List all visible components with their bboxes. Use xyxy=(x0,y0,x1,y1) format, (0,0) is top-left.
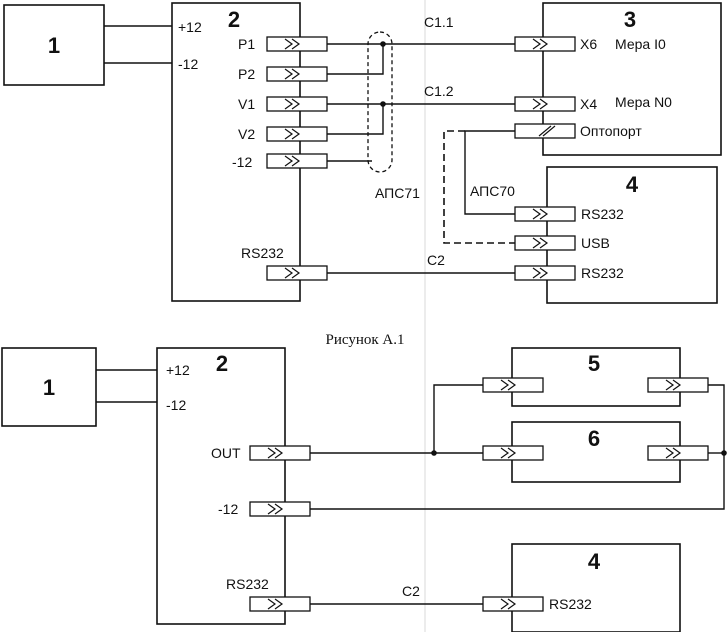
fig2-block-2-number: 2 xyxy=(216,351,228,376)
fig1-cable-aps70 xyxy=(464,130,515,215)
fig2-junction-out xyxy=(431,450,437,456)
fig1-cable-aps71-label: АПС71 xyxy=(375,185,420,201)
fig1-block-3-number: 3 xyxy=(624,7,636,32)
fig1-block-4-number: 4 xyxy=(626,172,639,197)
fig2-block-2 xyxy=(156,347,286,625)
fig2-cable-c2-label: C2 xyxy=(402,583,420,599)
fig1-connector-x4 xyxy=(514,96,576,112)
fig1-connector-p2 xyxy=(266,66,328,82)
fig1-connector-rs232-a xyxy=(514,206,576,222)
fig2-power-minus-label: -12 xyxy=(166,397,186,413)
fig1-label-mera-n0: Мера N0 xyxy=(615,94,672,110)
fig1-connector-v1 xyxy=(266,96,328,112)
fig1-label-v2: V2 xyxy=(238,126,255,142)
fig1-connector-p1 xyxy=(266,36,328,52)
fig2-block-6-number: 6 xyxy=(588,426,600,451)
fig2-label-minus12: -12 xyxy=(218,501,238,517)
fig1-label-optoport: Оптопорт xyxy=(580,123,642,139)
fig1-label-p2: P2 xyxy=(238,66,255,82)
fig2-connector-minus12 xyxy=(249,501,311,517)
fig1-label-usb: USB xyxy=(581,235,610,251)
fig1-block-2 xyxy=(171,2,301,302)
fig2-block-5 xyxy=(511,347,681,407)
fig2-power-plus-label: +12 xyxy=(166,362,190,378)
fig1-connector-x6 xyxy=(514,36,576,52)
fig1-cable-c2-label: C2 xyxy=(427,252,445,268)
fig1-label-x4: X4 xyxy=(580,96,597,112)
fig2-block-1 xyxy=(1,347,97,427)
fig1-cable-c12-label: C1.2 xyxy=(424,83,454,99)
fig2-junction-return xyxy=(721,450,727,456)
fig1-power-plus-label: +12 xyxy=(178,19,202,35)
fig1-label-x6: X6 xyxy=(580,36,597,52)
fig2-label-rs232-in: RS232 xyxy=(549,596,592,612)
fig1-connector-usb xyxy=(514,235,576,251)
fig2-connector-rs232-in xyxy=(482,596,544,612)
fig1-connector-minus12 xyxy=(266,153,328,169)
fig1-block-2-number: 2 xyxy=(228,7,240,32)
fig1-connector-v2 xyxy=(266,126,328,142)
fig2-block5-connector-in xyxy=(482,377,544,393)
fig1-label-rs232-out: RS232 xyxy=(241,245,284,261)
fig1-cable-aps70-label: АПС70 xyxy=(470,183,515,199)
fig2-block5-connector-out xyxy=(647,377,709,393)
fig1-block-1-number: 1 xyxy=(48,33,60,58)
figure-caption: Рисунок А.1 xyxy=(326,332,405,348)
fig1-label-rs232-a: RS232 xyxy=(581,206,624,222)
fig2-block-4-number: 4 xyxy=(588,549,601,574)
fig1-cable-usb-alt xyxy=(443,130,515,244)
fig2-block-5-number: 5 xyxy=(588,351,600,376)
fig2-block6-connector-in xyxy=(482,445,544,461)
fig1-wire-p xyxy=(327,43,384,75)
fig2-block-1-number: 1 xyxy=(43,375,55,400)
fig1-label-mera-i0: Мера I0 xyxy=(615,36,666,52)
fig2-wire-return xyxy=(310,384,725,510)
fig2-label-rs232-out: RS232 xyxy=(226,576,269,592)
fig1-wire-v xyxy=(327,103,384,135)
fig1-power-minus-label: -12 xyxy=(178,56,198,72)
fig1-label-p1: P1 xyxy=(238,36,255,52)
fig1-label-rs232-b: RS232 xyxy=(581,265,624,281)
fig1-block-1 xyxy=(3,4,105,86)
fig1-connector-rs232-b xyxy=(514,265,576,281)
fig1-connector-rs232-out xyxy=(266,265,328,281)
fig1-label-minus12: -12 xyxy=(232,154,252,170)
fig2-label-out: OUT xyxy=(211,445,241,461)
fig2-connector-rs232-out xyxy=(249,596,311,612)
fig2-wire-out-to-5 xyxy=(433,384,483,453)
fig2-connector-out xyxy=(249,445,311,461)
fig1-cable-aps71-outline xyxy=(367,31,393,173)
fig1-connector-optoport xyxy=(514,123,576,139)
fig1-cable-c11-label: C1.1 xyxy=(424,14,454,30)
fig2-block6-connector-out xyxy=(647,445,709,461)
fig2-block-4 xyxy=(511,543,681,632)
fig1-label-v1: V1 xyxy=(238,96,255,112)
